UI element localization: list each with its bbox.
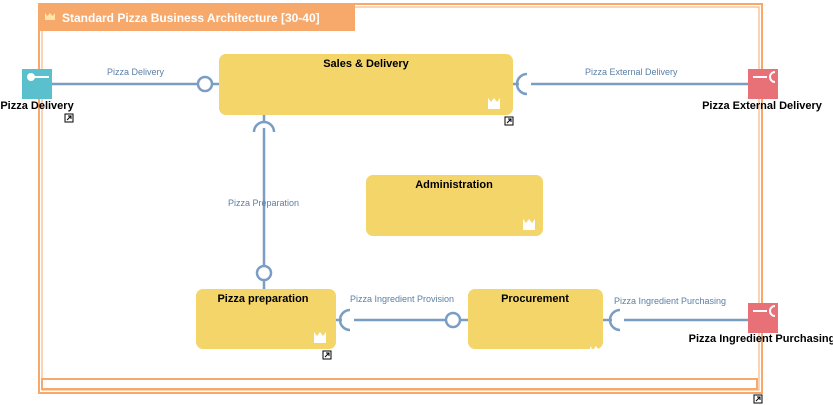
component-title: Procurement [501,293,569,305]
port-label: Pizza Delivery [0,100,74,112]
component-title: Sales & Delivery [323,58,409,70]
frame-title: Standard Pizza Business Architecture [30… [62,11,320,25]
link-marker[interactable] [504,116,514,126]
link-marker[interactable] [753,394,763,404]
port-pizza-delivery[interactable]: Pizza Delivery [0,69,75,112]
component-title: Pizza preparation [217,293,308,305]
external-link-icon [506,118,512,124]
lollipop-icon [196,75,214,93]
socket-icon [252,120,276,133]
component-procurement[interactable]: Procurement [468,289,603,357]
required-interface-icon [769,71,776,83]
connector-label: Pizza External Delivery [585,67,678,77]
port-label: Pizza Ingredient Purchasing [689,333,833,345]
connector-label: Pizza Preparation [228,198,299,208]
component-icon [314,332,326,343]
component-icon [523,219,535,230]
component-sales-delivery[interactable]: Sales & Delivery [219,54,513,115]
architecture-frame[interactable]: Standard Pizza Business Architecture [30… [38,3,763,394]
connectors [40,72,749,332]
component-icon [590,346,602,357]
port-label: Pizza External Delivery [702,100,823,112]
connector-label: Pizza Ingredient Purchasing [614,296,726,306]
component-administration[interactable]: Administration [366,175,543,236]
required-interface-icon [769,305,776,317]
lollipop-icon [255,264,273,282]
component-icon [488,98,500,109]
external-link-icon [66,115,72,121]
connector-label: Pizza Delivery [107,67,165,77]
external-link-icon [755,396,761,402]
component-icon [45,13,55,20]
component-pizza-preparation[interactable]: Pizza preparation [196,289,336,349]
provided-interface-icon [27,73,35,81]
component-title: Administration [415,179,493,191]
external-link-icon [324,352,330,358]
port-pizza-ingredient-purchasing[interactable]: Pizza Ingredient Purchasing [689,303,833,345]
link-marker[interactable] [322,350,332,360]
port-pizza-external-delivery[interactable]: Pizza External Delivery [702,69,823,112]
lollipop-icon [444,311,462,329]
connector-label: Pizza Ingredient Provision [350,294,454,304]
link-marker[interactable] [64,113,74,123]
